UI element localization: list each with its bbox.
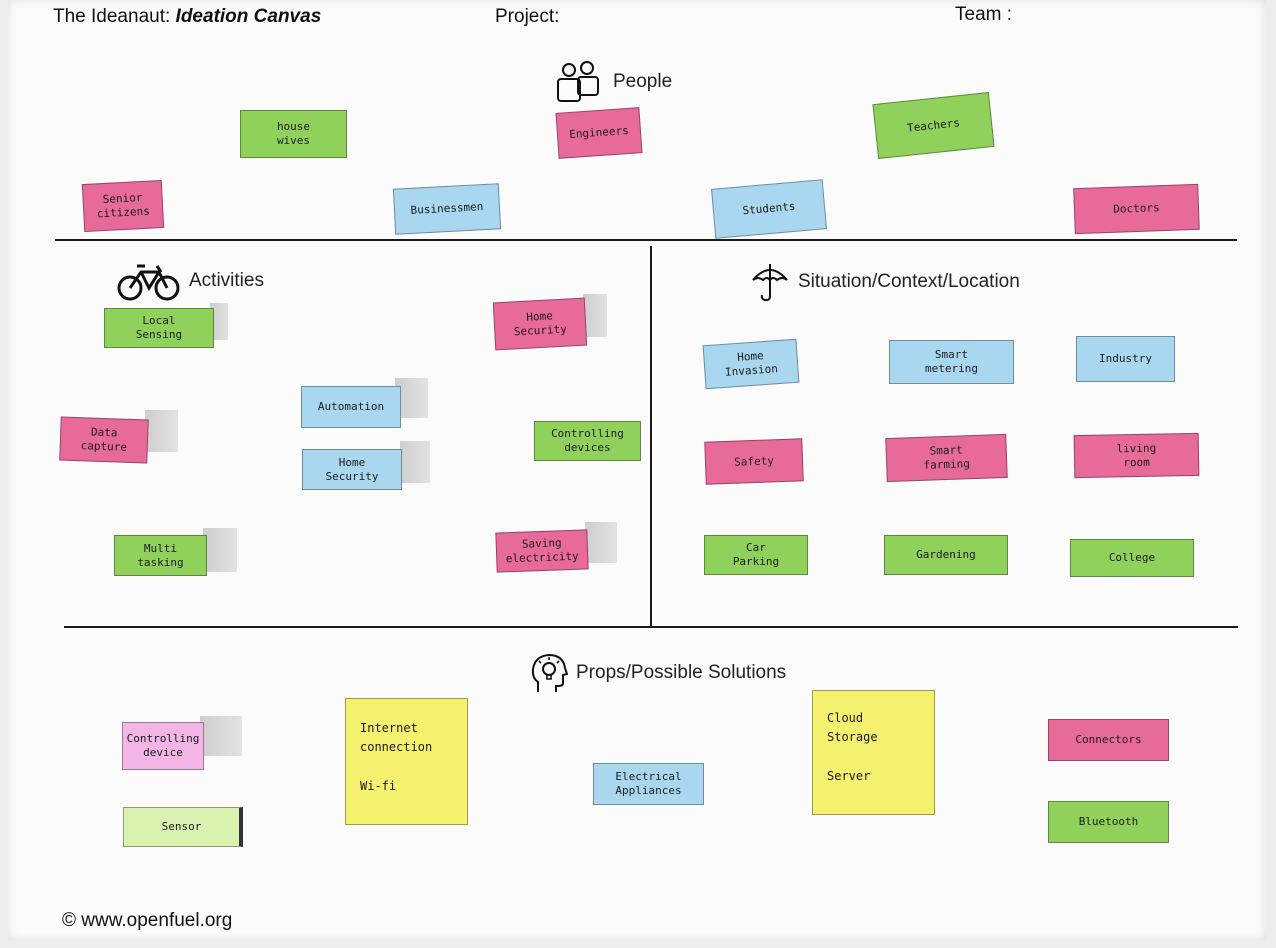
- sticky-note-controlling-devices: Controlling devices: [534, 421, 641, 461]
- section-title-activities: Activities: [117, 260, 264, 302]
- brand-text: The Ideanaut:: [53, 6, 171, 27]
- sticky-note-smart-farming: Smart farming: [885, 433, 1008, 483]
- sticky-note-multi-tasking: Multi tasking: [114, 535, 207, 576]
- note-shadow: [203, 528, 237, 572]
- sticky-note-local-sensing: Local Sensing: [104, 308, 214, 348]
- sticky-note-connectors: Connectors: [1048, 719, 1169, 761]
- project-label: Project:: [495, 6, 560, 27]
- people-icon: [557, 61, 599, 102]
- sticky-note-cloud-storage: Cloud Storage Server: [812, 690, 935, 815]
- bicycle-icon: [117, 264, 180, 301]
- sticky-note-automation: Automation: [301, 386, 401, 428]
- note-shadow: [145, 410, 178, 452]
- sticky-note-sensor: Sensor: [123, 807, 243, 847]
- umbrella-icon: [752, 264, 788, 302]
- sticky-note-doctors: Doctors: [1073, 183, 1200, 235]
- sticky-note-safety: Safety: [704, 438, 804, 485]
- sticky-note-controlling-device: Controlling device: [122, 722, 204, 770]
- footer-copyright: © www.openfuel.org: [62, 910, 233, 931]
- note-shadow: [583, 294, 607, 337]
- note-shadow: [585, 522, 617, 563]
- note-shadow: [200, 716, 242, 756]
- sticky-note-home-security-2: Home Security: [302, 449, 402, 490]
- sticky-note-housewives: house wives: [240, 110, 347, 158]
- sticky-note-data-capture: Data capture: [59, 416, 149, 464]
- sticky-note-bluetooth: Bluetooth: [1048, 801, 1169, 843]
- note-shadow: [210, 303, 228, 340]
- sticky-note-businessmen: Businessmen: [392, 183, 502, 235]
- divider-people: [55, 239, 1237, 241]
- divider-vertical: [650, 246, 652, 628]
- section-label: People: [613, 71, 673, 92]
- sticky-note-home-security: Home Security: [492, 297, 588, 351]
- divider-props: [64, 626, 1238, 628]
- section-title-props: Props/Possible Solutions: [530, 652, 786, 694]
- section-title-people: People: [555, 60, 672, 104]
- section-title-situation: Situation/Context/Location: [750, 260, 1020, 304]
- sticky-note-industry: Industry: [1076, 336, 1175, 382]
- sticky-note-senior-citizens: Senior citizens: [81, 179, 165, 233]
- team-label: Team :: [955, 4, 1013, 25]
- sticky-note-living-room: living room: [1073, 432, 1200, 479]
- sticky-note-college: College: [1070, 539, 1194, 577]
- sticky-note-car-parking: Car Parking: [704, 535, 808, 575]
- canvas-title: The Ideanaut: Ideation Canvas: [53, 6, 321, 28]
- sticky-note-saving-electricity: Saving electricity: [495, 529, 589, 573]
- section-label: Situation/Context/Location: [798, 271, 1020, 292]
- section-label: Activities: [189, 270, 264, 291]
- canvas-name: Ideation Canvas: [175, 6, 322, 27]
- section-label: Props/Possible Solutions: [576, 662, 787, 683]
- sticky-note-electrical-appliances: Electrical Appliances: [593, 763, 704, 805]
- sticky-note-students: Students: [711, 179, 827, 239]
- sticky-note-gardening: Gardening: [884, 535, 1008, 575]
- note-shadow: [400, 441, 430, 483]
- sticky-note-home-invasion: Home Invasion: [702, 338, 800, 390]
- sticky-note-internet-connection: Internet connection Wi-fi: [345, 698, 468, 825]
- sticky-note-engineers: Engineers: [555, 107, 643, 159]
- idea-head-icon: [531, 653, 568, 692]
- sticky-note-smart-metering: Smart metering: [889, 340, 1014, 384]
